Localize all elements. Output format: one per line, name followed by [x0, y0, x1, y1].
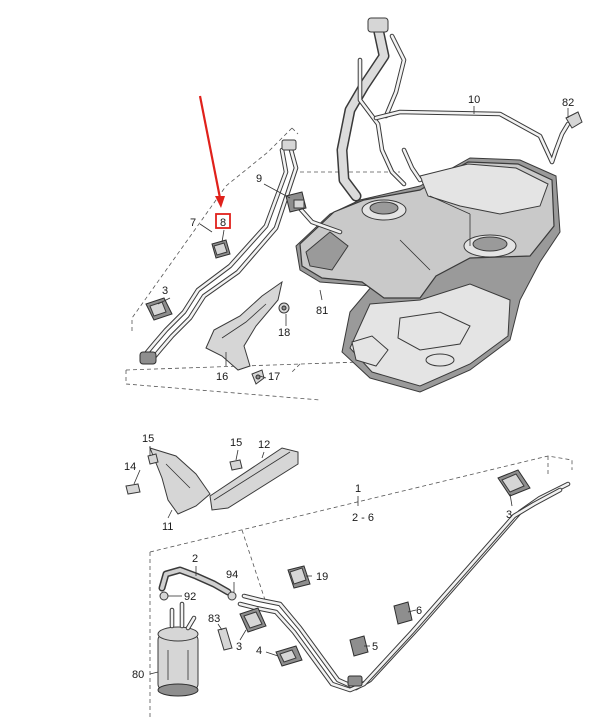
part-3-clip-lower-right — [497, 469, 531, 497]
callout-3-upper: 3 — [162, 285, 168, 297]
nut-15-left — [147, 453, 159, 465]
vent-line — [373, 109, 583, 183]
part-19-grommet — [287, 565, 311, 589]
highlight-box-part-8 — [215, 213, 231, 229]
callout-3-lower-right: 3 — [506, 509, 512, 521]
callout-92: 92 — [184, 591, 196, 603]
callout-2: 2 — [192, 553, 198, 565]
part-5-clip — [349, 635, 369, 657]
nut-15-right — [229, 459, 243, 471]
assembly-frame-lines — [125, 127, 573, 720]
callout-81: 81 — [316, 305, 328, 317]
callout-15-left: 15 — [142, 433, 154, 445]
callout-10: 10 — [468, 94, 480, 106]
callout-6: 6 — [416, 605, 422, 617]
fuel-tank — [295, 157, 561, 393]
part-12-shield — [209, 447, 299, 511]
bolt-18 — [278, 302, 290, 314]
leader-lines — [133, 106, 569, 675]
part-6-clip — [393, 601, 413, 625]
part-92-clamp — [159, 591, 169, 601]
part-3-clip-upper — [145, 297, 173, 321]
callout-2-6: 2 - 6 — [352, 512, 374, 524]
part-80-fuel-filter — [157, 601, 199, 697]
fuel-lines-upper — [139, 139, 343, 365]
callout-17: 17 — [268, 371, 280, 383]
callout-8: 8 — [220, 217, 226, 229]
callout-3-lower-left: 3 — [236, 641, 242, 653]
part-3-clip-lower-left — [239, 607, 267, 633]
callout-11: 11 — [162, 521, 173, 533]
part-83-bolt — [217, 627, 233, 651]
callout-15-right: 15 — [230, 437, 242, 449]
part-2-hose — [158, 566, 232, 596]
callout-80: 80 — [132, 669, 144, 681]
callout-9: 9 — [256, 173, 262, 185]
callout-16: 16 — [216, 371, 228, 383]
part-16-heat-shield — [205, 280, 283, 371]
callout-18: 18 — [278, 327, 290, 339]
part-9-connector — [285, 191, 307, 213]
callout-7: 7 — [190, 217, 196, 229]
highlight-arrow-head — [215, 196, 225, 208]
fuel-lines-lower — [237, 481, 571, 693]
callout-19: 19 — [316, 571, 328, 583]
part-8-holder — [211, 239, 231, 259]
callout-14: 14 — [124, 461, 136, 473]
callout-1: 1 — [355, 483, 361, 495]
callout-4: 4 — [256, 645, 262, 657]
bolt-17 — [251, 369, 265, 385]
callout-labels: 10 82 9 7 8 3 16 17 18 81 15 14 11 15 12… — [124, 94, 574, 681]
bolt-14 — [125, 483, 141, 495]
highlight-annotation — [198, 95, 231, 229]
part-11-bracket — [149, 447, 211, 515]
highlight-arrow — [198, 95, 222, 199]
part-4-clip — [275, 645, 303, 667]
callout-82: 82 — [562, 97, 574, 109]
filler-neck — [336, 17, 407, 202]
callout-5: 5 — [372, 641, 378, 653]
callout-83: 83 — [208, 613, 220, 625]
callout-94: 94 — [226, 569, 238, 581]
callout-12: 12 — [258, 439, 270, 451]
part-94-clamp — [227, 591, 237, 601]
